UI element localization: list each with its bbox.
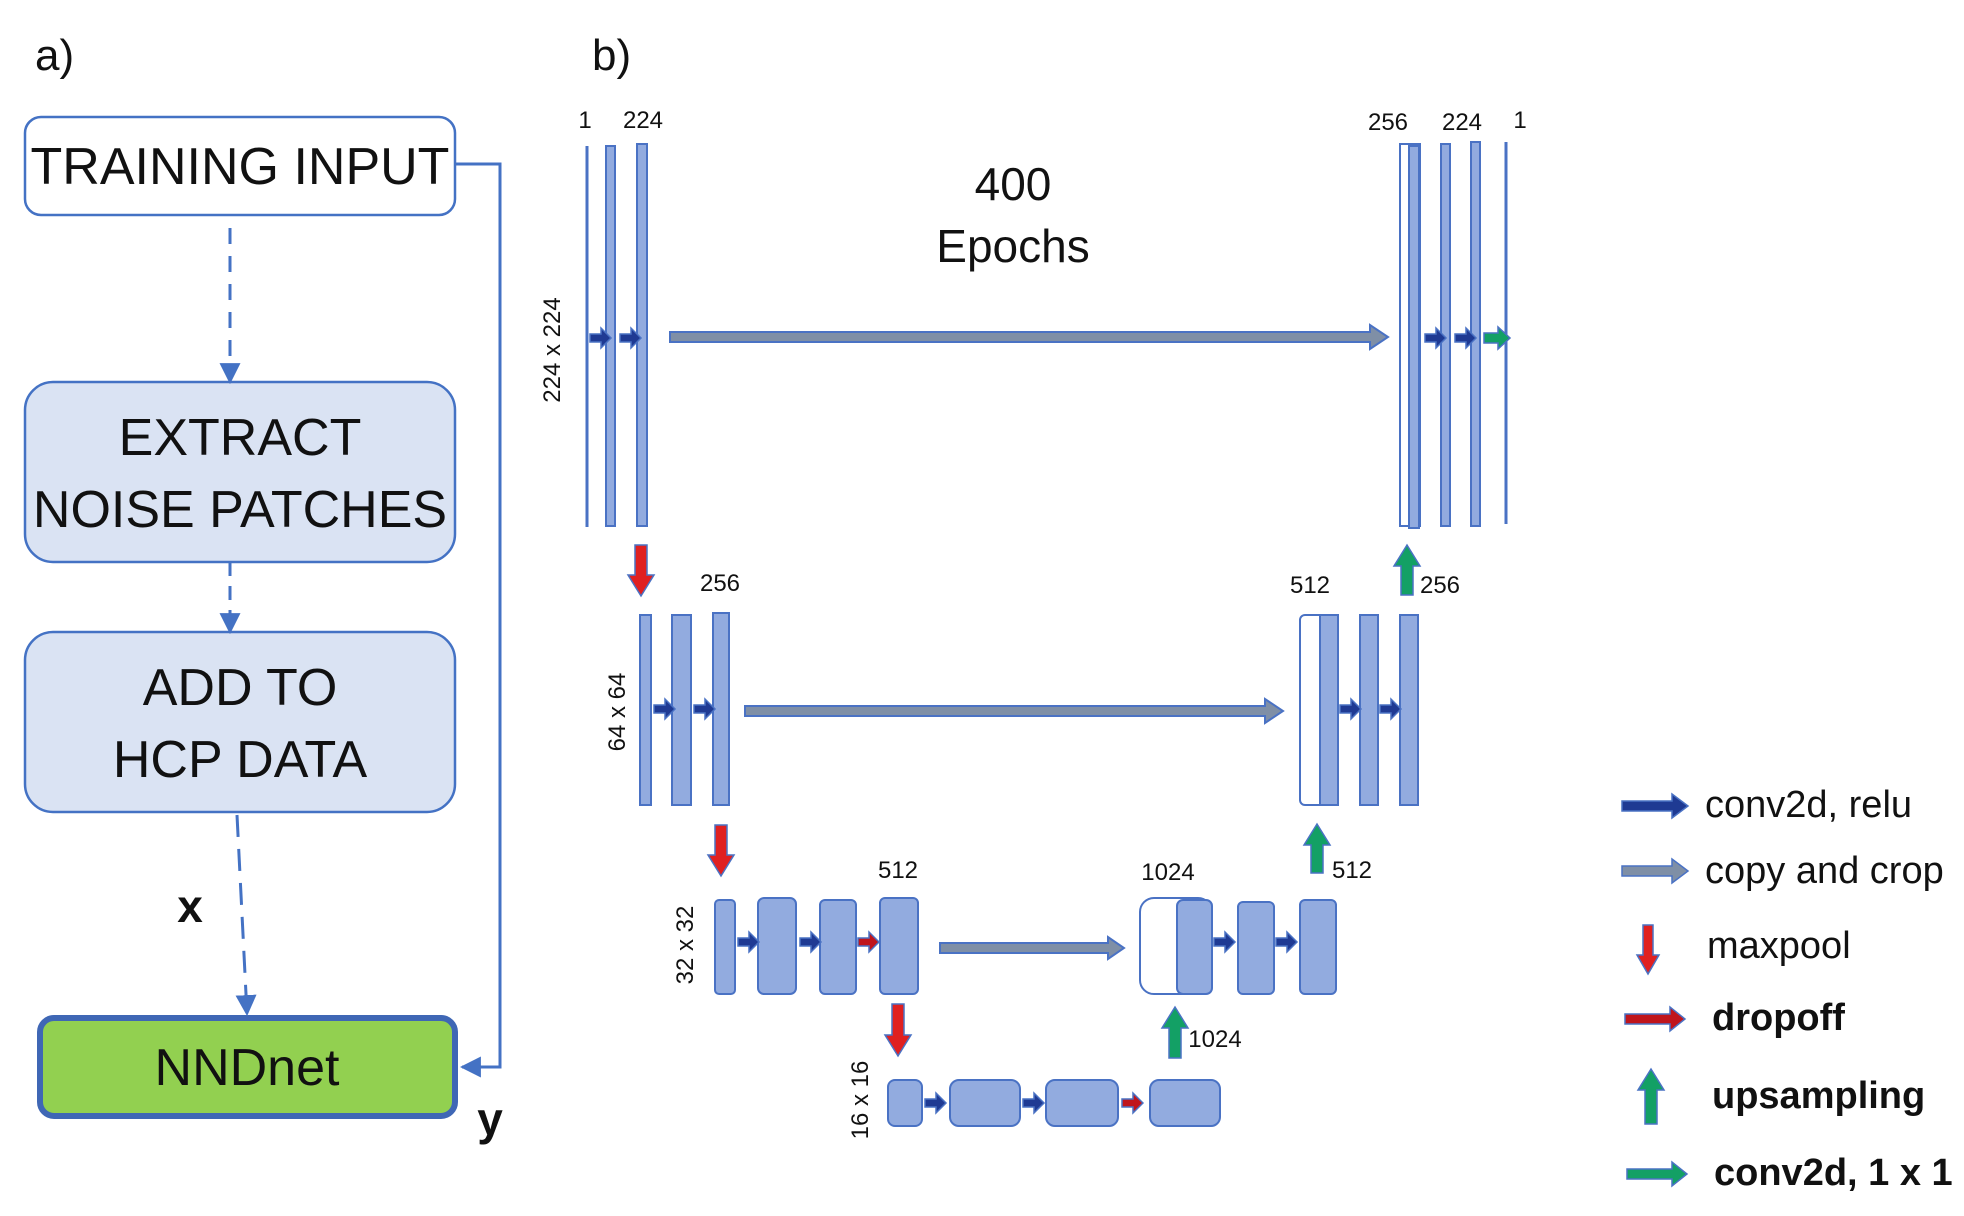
conv-arrow-l3-a <box>737 930 761 954</box>
enc3-block-2 <box>757 897 797 995</box>
enc3-channels: 512 <box>878 857 918 884</box>
arrow-add-to-nndnet <box>235 814 257 1017</box>
legend-upsampling-label: upsampling <box>1712 1075 1925 1117</box>
skip-level2-arrow <box>744 697 1285 725</box>
upsample-arrow-3 <box>1302 822 1332 874</box>
enc3-block-3 <box>819 899 857 995</box>
legend-maxpool-label: maxpool <box>1707 925 1851 967</box>
conv-arrow-d1-a <box>1424 326 1448 350</box>
legend-copy-label: copy and crop <box>1705 850 1944 892</box>
bottleneck-block-2 <box>949 1079 1021 1127</box>
conv-arrow-l2-b <box>693 697 717 721</box>
skip-level1-arrow <box>669 323 1390 351</box>
x-label: x <box>177 880 203 932</box>
add-line1: ADD TO <box>143 659 338 717</box>
conv-arrow-d3-a <box>1213 930 1237 954</box>
y-label: y <box>477 1093 503 1145</box>
enc2-block-1 <box>639 614 652 806</box>
epochs-label: Epochs <box>936 220 1089 272</box>
arrow-target-to-nndnet <box>455 162 502 1078</box>
legend-conv1x1-label: conv2d, 1 x 1 <box>1714 1152 1953 1194</box>
enc2-channels: 256 <box>700 570 740 597</box>
dec2-block-1 <box>1319 614 1339 806</box>
upsample-arrow-4 <box>1160 1005 1190 1059</box>
up2-channels: 256 <box>1420 572 1460 599</box>
bottleneck-block-1 <box>887 1079 923 1127</box>
dec3-block-3 <box>1299 899 1337 995</box>
legend-item-upsampling: upsampling <box>1636 1067 1925 1125</box>
add-line2: HCP DATA <box>113 731 368 789</box>
conv-arrow-b-b <box>1022 1091 1046 1115</box>
extract-line2: NOISE PATCHES <box>33 481 447 539</box>
level2-size: 64 x 64 <box>604 673 631 752</box>
enc3-block-1 <box>714 899 736 995</box>
enc3-block-4 <box>879 897 919 995</box>
legend-conv-arrow-icon <box>1621 792 1690 820</box>
legend-conv-label: conv2d, relu <box>1705 784 1912 826</box>
extract-noise-box: EXTRACT NOISE PATCHES <box>23 380 457 564</box>
maxpool-arrow-3 <box>883 1003 913 1058</box>
level1-size: 224 x 224 <box>539 297 566 402</box>
extract-line1: EXTRACT <box>119 409 362 467</box>
legend-item-conv1x1: conv2d, 1 x 1 <box>1626 1152 1953 1194</box>
level3-size: 32 x 32 <box>672 906 699 985</box>
dropoff-arrow-l3 <box>857 930 881 954</box>
legend-copy-arrow-icon <box>1621 857 1690 885</box>
nndnet-box: NNDnet <box>37 1015 458 1119</box>
legend: conv2d, relu copy and crop maxpool dropo… <box>1621 784 1953 1194</box>
maxpool-arrow-1 <box>626 544 656 598</box>
legend-item-copy: copy and crop <box>1621 850 1944 892</box>
panel-b-label: b) <box>592 31 631 80</box>
dec2-block-2 <box>1359 614 1379 806</box>
legend-item-dropoff: dropoff <box>1624 997 1845 1039</box>
conv-arrow-l1-a <box>589 326 613 350</box>
nndnet-label: NNDnet <box>155 1039 340 1097</box>
legend-dropoff-label: dropoff <box>1712 997 1845 1039</box>
training-input-box: TRAINING INPUT <box>23 115 457 217</box>
conv-arrow-d1-b <box>1454 326 1478 350</box>
bottleneck-block-4 <box>1149 1079 1221 1127</box>
conv-arrow-b-a <box>924 1091 948 1115</box>
upsample-arrow-2 <box>1392 543 1422 596</box>
bottleneck-block-3 <box>1045 1079 1119 1127</box>
dec1-out-channels: 1 <box>1513 107 1526 134</box>
dec1-block-1 <box>1408 145 1420 529</box>
conv-arrow-l3-b <box>799 930 823 954</box>
epochs-value: 400 <box>975 158 1052 210</box>
dec3-block-2 <box>1237 901 1275 995</box>
up4-channels: 1024 <box>1188 1026 1241 1053</box>
dropoff-arrow-bottleneck <box>1121 1091 1145 1115</box>
legend-upsampling-arrow-icon <box>1636 1067 1666 1125</box>
dec1-a-channels: 256 <box>1368 109 1408 136</box>
dec3-block-1 <box>1176 899 1213 995</box>
conv-arrow-l2-a <box>653 697 677 721</box>
conv-arrows <box>589 326 1478 1115</box>
dec3-channels: 1024 <box>1141 859 1194 886</box>
legend-dropoff-arrow-icon <box>1624 1005 1687 1033</box>
dec2-block-3 <box>1399 614 1419 806</box>
skip-level3-arrow <box>939 935 1126 961</box>
conv-arrow-l1-b <box>619 326 643 350</box>
enc1-in-channels: 1 <box>578 107 591 134</box>
legend-maxpool-arrow-icon <box>1635 924 1661 976</box>
conv-arrow-d2-a <box>1339 697 1363 721</box>
dec1-b-channels: 224 <box>1442 109 1482 136</box>
maxpool-arrow-2 <box>706 824 736 878</box>
enc1-out-channels: 224 <box>623 107 663 134</box>
add-hcp-box: ADD TO HCP DATA <box>23 630 457 814</box>
dec2-channels: 512 <box>1290 572 1330 599</box>
conv-arrow-d2-b <box>1379 697 1403 721</box>
legend-item-maxpool: maxpool <box>1635 924 1851 976</box>
conv-arrow-d3-b <box>1275 930 1299 954</box>
level4-size: 16 x 16 <box>847 1061 874 1140</box>
up3-channels: 512 <box>1332 857 1372 884</box>
training-input-label: TRAINING INPUT <box>31 138 450 196</box>
legend-item-conv: conv2d, relu <box>1621 784 1912 826</box>
legend-conv1x1-arrow-icon <box>1626 1160 1689 1188</box>
conv1x1-arrow <box>1483 325 1512 351</box>
panel-a-label: a) <box>35 31 74 80</box>
